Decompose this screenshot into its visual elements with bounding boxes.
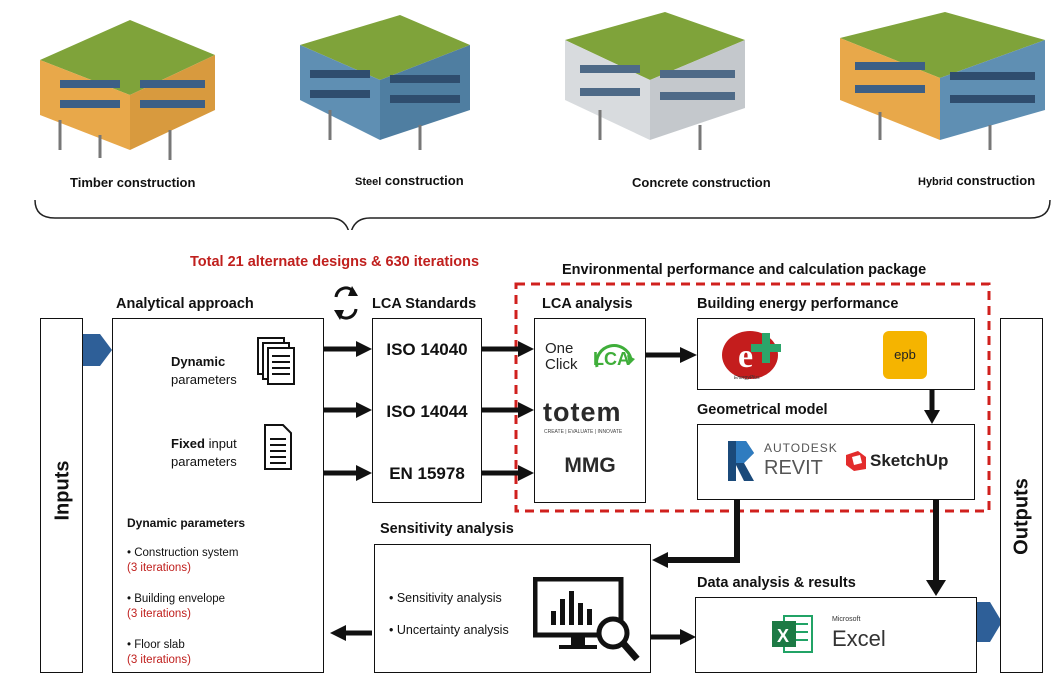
autodesk-text: AUTODESK bbox=[764, 441, 838, 455]
building-illustrations bbox=[34, 12, 1051, 230]
totem-logo: totem bbox=[543, 397, 622, 427]
refresh-icon bbox=[334, 286, 358, 320]
hybrid-building-image bbox=[840, 12, 1045, 150]
data-results-box: X Microsoft Excel bbox=[695, 597, 977, 673]
energy-header: Building energy performance bbox=[697, 296, 899, 312]
energyplus-logo-icon: e bbox=[722, 331, 781, 379]
iso-14044: ISO 14044 bbox=[386, 402, 468, 421]
en-15978: EN 15978 bbox=[389, 464, 465, 483]
sensitivity-item: • Sensitivity analysis bbox=[389, 591, 502, 605]
dynamic-parameters-title: Dynamic parameters bbox=[127, 516, 246, 530]
sketchup-text: SketchUp bbox=[870, 451, 949, 470]
package-title: Environmental performance and calculatio… bbox=[562, 262, 927, 278]
oneclick-lca-text: LCA bbox=[593, 349, 630, 369]
energyplus-sub: EnergyPlus bbox=[734, 375, 760, 381]
steel-construction-label: Steel construction bbox=[355, 173, 464, 188]
sensitivity-box: • Sensitivity analysis • Uncertainty ana… bbox=[374, 544, 651, 673]
excel-logo-icon: X bbox=[772, 615, 813, 653]
revit-text: REVIT bbox=[764, 457, 823, 479]
geometry-header: Geometrical model bbox=[697, 402, 828, 418]
steel-building-image bbox=[300, 15, 470, 150]
analytical-header: Analytical approach bbox=[116, 296, 254, 312]
param-floor-slab: • Floor slab(3 iterations) bbox=[127, 639, 191, 666]
param-construction-system: • Construction system(3 iterations) bbox=[127, 547, 239, 574]
lca-standards-header: LCA Standards bbox=[372, 296, 477, 312]
revit-logo-icon bbox=[728, 441, 754, 481]
timber-construction-label: Timber construction bbox=[70, 175, 196, 190]
sketchup-logo-icon bbox=[846, 451, 866, 471]
sensitivity-header: Sensitivity analysis bbox=[380, 521, 514, 537]
hybrid-construction-label: Hybrid construction bbox=[918, 173, 1036, 188]
inputs-box: Inputs bbox=[40, 318, 83, 673]
uncertainty-item: • Uncertainty analysis bbox=[389, 623, 509, 637]
epb-logo-icon: epb bbox=[883, 331, 927, 379]
total-designs-text: Total 21 alternate designs & 630 iterati… bbox=[190, 254, 480, 270]
monitor-chart-icon bbox=[533, 577, 640, 662]
outputs-box: Outputs bbox=[1000, 318, 1043, 673]
excel-text: Excel bbox=[832, 626, 886, 651]
energy-box: e EnergyPlus epb bbox=[697, 318, 975, 390]
lca-analysis-header: LCA analysis bbox=[542, 296, 633, 312]
mmg-label: MMG bbox=[564, 454, 616, 477]
documents-icon bbox=[257, 337, 295, 385]
microsoft-text: Microsoft bbox=[832, 616, 861, 623]
param-building-envelope: • Building envelope(3 iterations) bbox=[127, 593, 226, 620]
oneclick-lca-mark bbox=[595, 344, 635, 368]
outputs-label: Outputs bbox=[1010, 478, 1033, 555]
grouping-brace bbox=[34, 199, 1051, 230]
totem-tagline: CREATE | EVALUATE | INNOVATE bbox=[544, 429, 623, 435]
svg-text:e: e bbox=[738, 338, 753, 375]
svg-text:X: X bbox=[777, 626, 789, 646]
document-icon bbox=[264, 424, 292, 470]
inputs-label: Inputs bbox=[51, 460, 74, 521]
concrete-building-image bbox=[565, 12, 745, 150]
concrete-construction-label: Concrete construction bbox=[632, 175, 771, 190]
data-results-header: Data analysis & results bbox=[697, 575, 856, 591]
timber-building-image bbox=[40, 20, 215, 160]
iso-14040: ISO 14040 bbox=[386, 340, 468, 359]
geometry-box: AUTODESK REVIT SketchUp bbox=[697, 424, 975, 500]
lca-standards-box: ISO 14040 ISO 14044 EN 15978 bbox=[372, 318, 482, 503]
